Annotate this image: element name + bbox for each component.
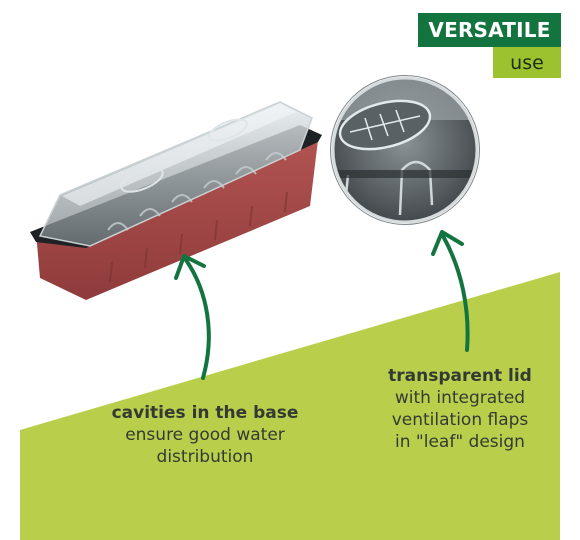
callout-line: distribution xyxy=(156,447,254,467)
callout-heading: cavities in the base xyxy=(111,403,299,423)
lime-background-panel xyxy=(20,272,560,540)
callout-lid: transparent lid with integrated ventilat… xyxy=(360,365,560,453)
badge-bottom-box xyxy=(493,47,561,78)
callout-line: ventilation flaps xyxy=(391,410,529,430)
seed-tray-image xyxy=(30,101,322,300)
badge-title: VERSATILE xyxy=(428,18,551,42)
arrow-up-right-icon xyxy=(431,230,470,352)
badge-top-box xyxy=(418,13,561,47)
callout-heading: transparent lid xyxy=(388,366,532,386)
callout-line: with integrated xyxy=(394,388,526,408)
callout-line: ensure good water xyxy=(125,425,285,445)
lid-closeup-image xyxy=(330,75,480,225)
callout-line: in "leaf" design xyxy=(395,432,525,452)
callout-cavities: cavities in the base ensure good water d… xyxy=(95,402,315,468)
arrow-up-left-icon xyxy=(174,254,211,380)
badge-subtitle: use xyxy=(510,51,544,74)
